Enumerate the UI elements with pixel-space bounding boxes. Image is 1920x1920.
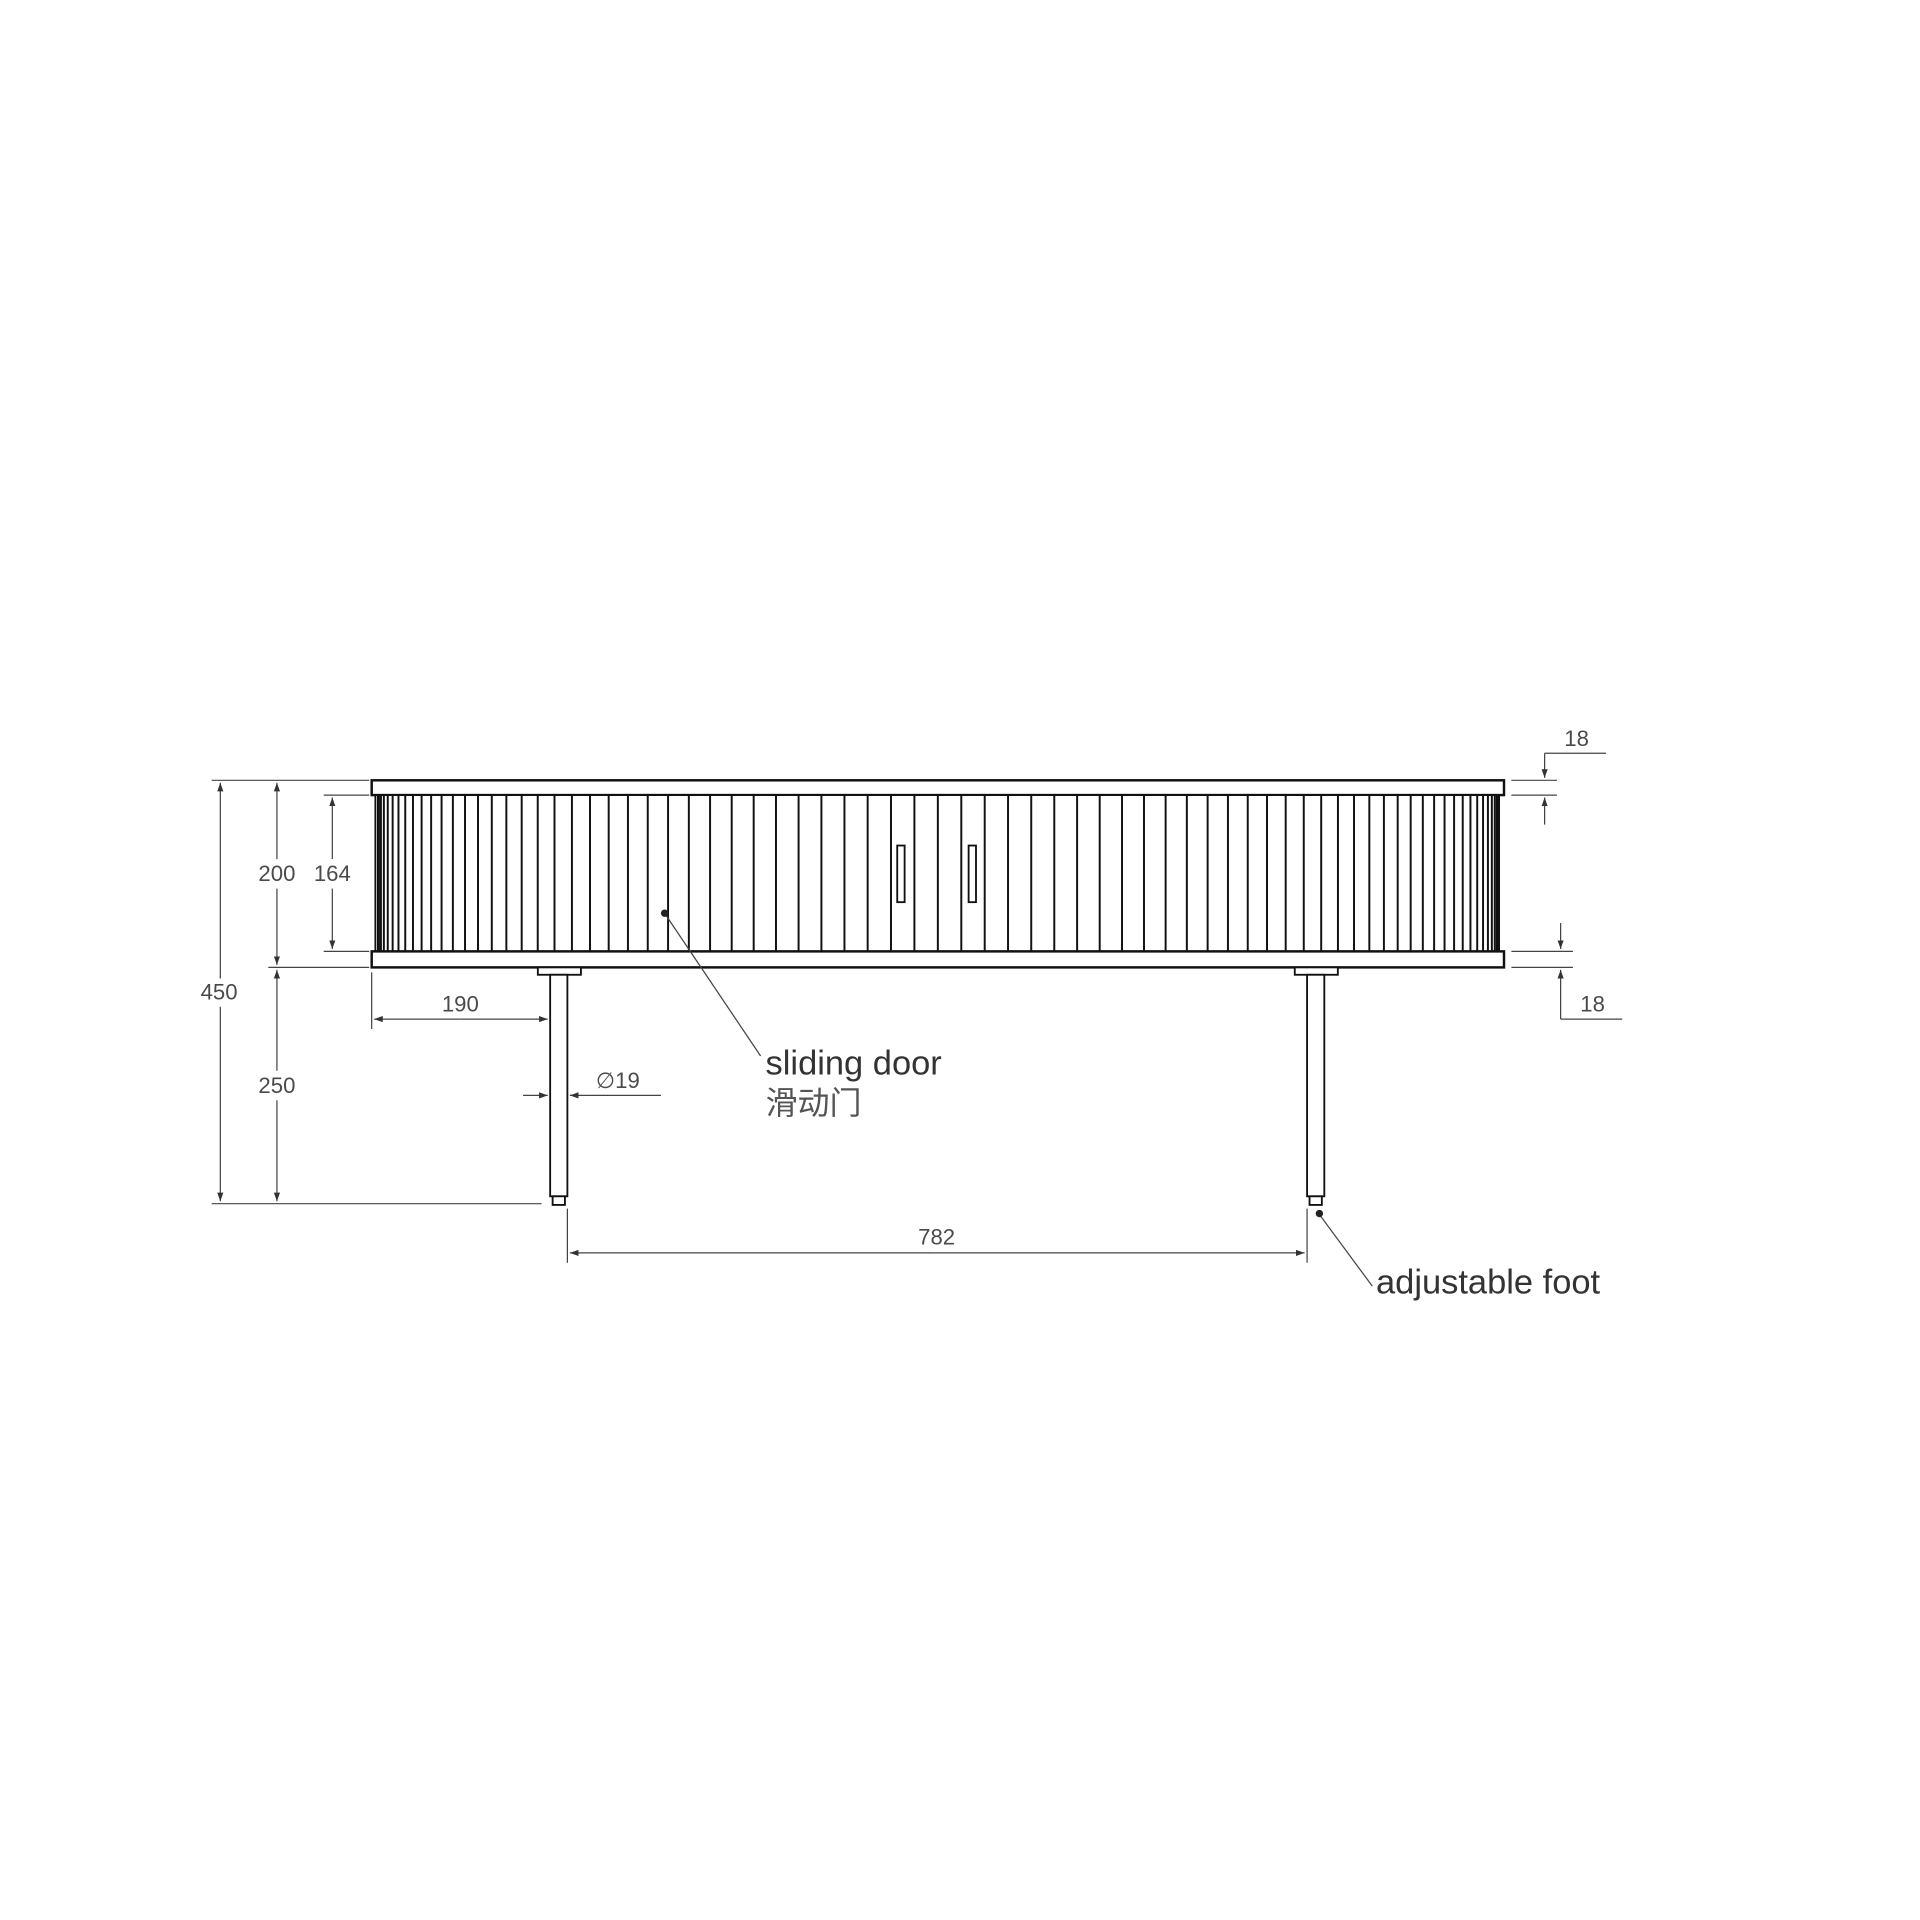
dim-top-board: 18 [1564, 726, 1589, 751]
door-slats [376, 795, 1499, 952]
top-board [370, 779, 1506, 797]
dimension-lines [211, 752, 1623, 1287]
dim-bottom-board: 18 [1580, 992, 1605, 1017]
cabinet [370, 779, 1506, 969]
label-sliding-door-cn: 滑动门 [766, 1084, 862, 1122]
leader-dot [660, 909, 669, 917]
dim-leg-diameter: ∅19 [596, 1068, 640, 1093]
dim-cabinet-height: 200 [258, 861, 295, 886]
dim-door-height: 164 [314, 861, 351, 886]
handle-right [967, 844, 977, 904]
label-adjustable-foot: adjustable foot [1376, 1264, 1601, 1302]
dim-leg-offset: 190 [442, 992, 479, 1017]
dim-total-height: 450 [201, 979, 238, 1004]
bottom-board [370, 950, 1506, 969]
handle-left [896, 844, 906, 904]
label-sliding-door: sliding door [766, 1044, 942, 1082]
leg-left [536, 966, 582, 1206]
leader-dot [1315, 1209, 1324, 1218]
leg-right [1293, 966, 1339, 1206]
dim-leg-height: 250 [258, 1073, 295, 1098]
dim-leg-spacing: 782 [918, 1224, 955, 1249]
